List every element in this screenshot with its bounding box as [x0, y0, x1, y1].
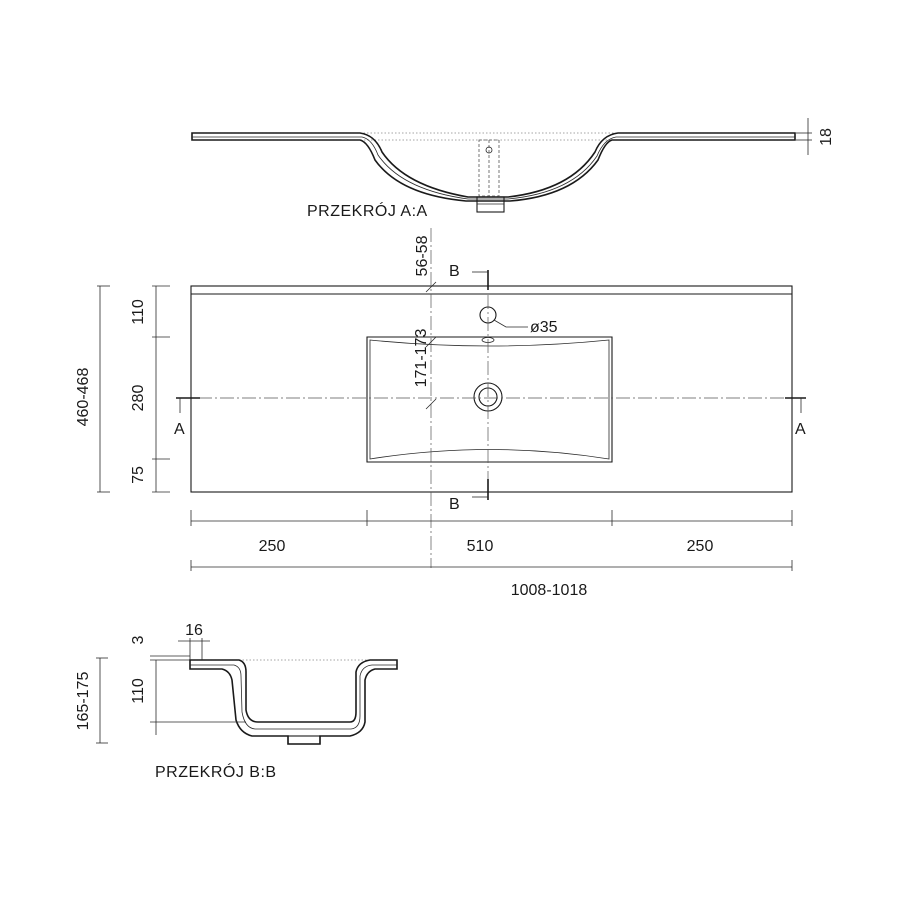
cut-b-top-label: B	[449, 263, 460, 280]
waste-outlet-bb	[287, 735, 321, 745]
section-aa-inner-line	[192, 136, 795, 200]
tap-hole-label: ø35	[530, 319, 558, 336]
bowl-inner-outline	[369, 339, 610, 460]
width-right-label: 250	[687, 538, 714, 555]
edge-width-label: 16	[185, 622, 203, 639]
section-aa-hatch	[191, 132, 796, 141]
bowl-outline	[366, 336, 613, 463]
cut-a-left-label: A	[174, 421, 185, 438]
section-bb-inner-line	[190, 664, 397, 730]
countertop-outline	[190, 285, 793, 493]
tap-hole-marker	[485, 146, 493, 154]
depth-bowl-label: 280	[130, 385, 147, 412]
bowl-offset-tick-bottom	[425, 398, 437, 410]
depth-back-label: 110	[130, 299, 147, 325]
section-bb-title: PRZEKRÓJ B:B	[155, 762, 277, 781]
backsplash-dim-tick	[425, 281, 437, 293]
section-aa: 18 PRZEKRÓJ A:A	[191, 118, 835, 220]
cut-a-right-label: A	[795, 421, 806, 438]
plan-view: A A B B ø35 56-58 171-173 460-468 110 28…	[75, 228, 806, 599]
cut-b-bottom-label: B	[449, 496, 460, 513]
height-total-label: 165-175	[75, 672, 92, 731]
section-aa-title: PRZEKRÓJ A:A	[307, 201, 428, 220]
width-total-label: 1008-1018	[511, 582, 588, 599]
depth-total-label: 460-468	[75, 368, 92, 427]
bowl-offset-label: 171-173	[413, 329, 430, 388]
section-bb: 165-175 110 3 16 PRZEKRÓJ B:B	[75, 622, 398, 781]
waste-outlet	[476, 196, 505, 213]
bowl-depth-label: 110	[130, 678, 147, 704]
depth-front-label: 75	[130, 466, 147, 484]
section-bb-outline	[189, 659, 398, 745]
section-aa-outline	[191, 132, 796, 202]
thickness-label: 18	[818, 128, 835, 146]
width-bowl-label: 510	[467, 538, 494, 555]
bowl-offset-tick-top	[425, 336, 437, 348]
backsplash-label: 56-58	[414, 235, 431, 276]
rim-label: 3	[130, 635, 147, 644]
tap-hole-leader	[493, 319, 528, 328]
width-left-label: 250	[259, 538, 286, 555]
